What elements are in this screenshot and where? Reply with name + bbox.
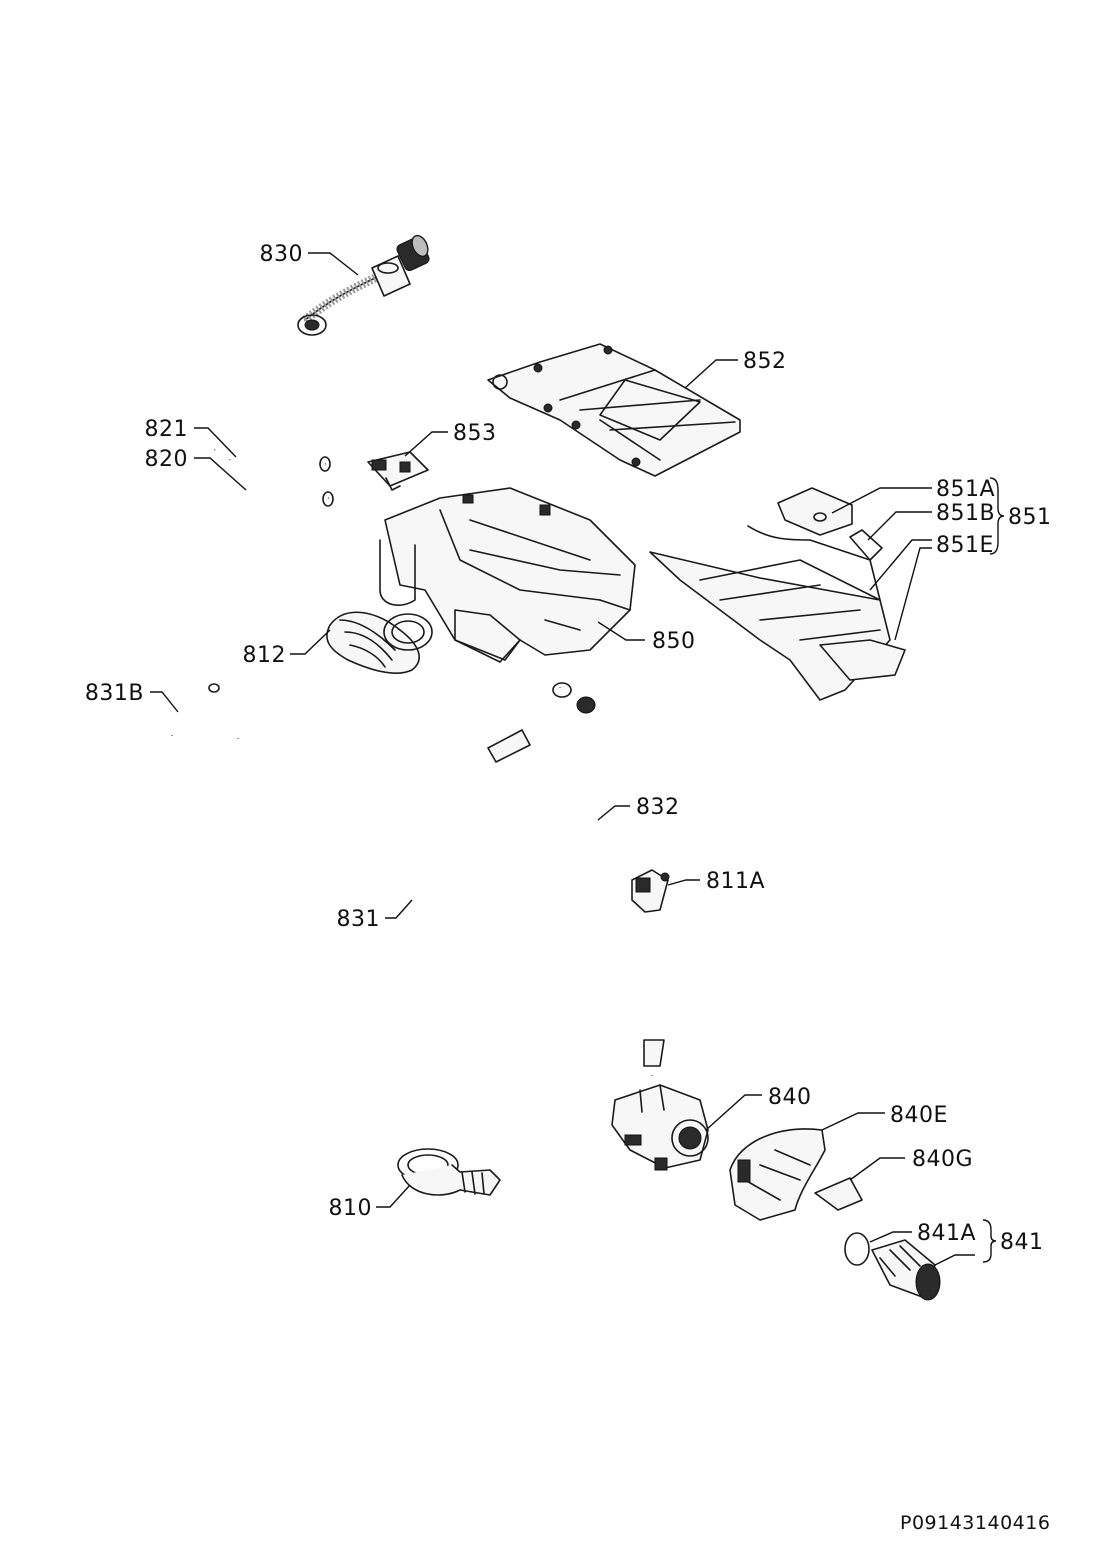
part-841-filter <box>871 1239 941 1301</box>
callout-841A: 841A <box>917 1221 976 1246</box>
callout-851E: 851E <box>936 533 994 558</box>
brace-841 <box>982 1219 997 1263</box>
callout-840G: 840G <box>912 1147 973 1172</box>
callout-852: 852 <box>743 349 787 374</box>
part-840-pump <box>611 1084 709 1171</box>
callout-labels: 830 852 821 820 853 851A 851B 851E 851 8… <box>85 242 1052 1255</box>
callout-851B: 851B <box>936 501 995 526</box>
callout-832: 832 <box>636 795 680 820</box>
callout-831: 831 <box>337 907 381 932</box>
callout-831B: 831B <box>85 681 144 706</box>
part-851A-cap <box>777 487 853 536</box>
callout-853: 853 <box>453 421 497 446</box>
callout-810: 810 <box>329 1196 373 1221</box>
callout-830: 830 <box>260 242 304 267</box>
part-851B-clip <box>849 529 883 561</box>
callout-812: 812 <box>243 643 287 668</box>
part-841A-o-ring <box>844 1232 870 1266</box>
callout-851: 851 <box>1008 505 1052 530</box>
part-812-bellows <box>326 611 433 674</box>
part-821-820-hoses <box>212 446 334 513</box>
document-id: P09143140416 <box>900 1512 1051 1534</box>
part-852-cover-plate <box>487 343 741 477</box>
part-851-drawer <box>649 525 906 701</box>
callout-851A: 851A <box>936 477 995 502</box>
part-831-drain-hose <box>403 682 572 1071</box>
part-840G-flap <box>814 1177 863 1211</box>
part-831B-hose-guide <box>168 683 243 739</box>
part-840E-cover <box>729 1128 826 1221</box>
brace-851 <box>989 477 1005 555</box>
callout-811A: 811A <box>706 869 765 894</box>
leader-lines <box>150 252 975 1266</box>
part-810-bellows <box>397 1148 501 1196</box>
part-811A-sensor <box>631 869 670 913</box>
callout-840E: 840E <box>890 1103 948 1128</box>
part-830-inlet-hose <box>297 234 430 336</box>
part-832-hose <box>576 696 671 1077</box>
callout-821: 821 <box>145 417 189 442</box>
part-853-valve <box>367 451 429 491</box>
callout-820: 820 <box>145 447 189 472</box>
callout-850: 850 <box>652 629 696 654</box>
callout-841: 841 <box>1000 1230 1044 1255</box>
part-850-dispenser-housing <box>379 487 636 663</box>
callout-840: 840 <box>768 1085 812 1110</box>
